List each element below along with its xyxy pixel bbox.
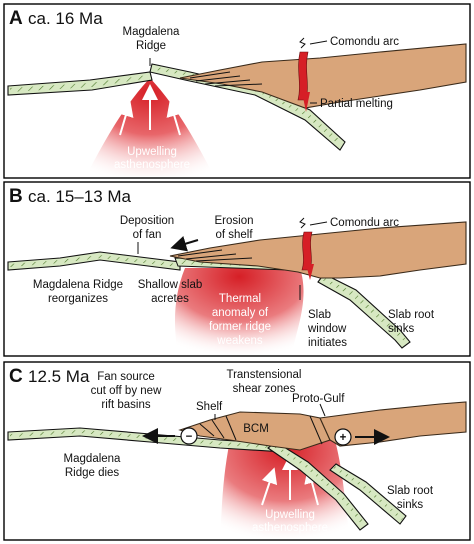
slab-root-label: sinks: [388, 323, 414, 335]
melt-droplet: [302, 92, 310, 112]
upwelling-label: Upwelling: [265, 509, 315, 521]
thermal-label: weakens: [216, 335, 263, 347]
fan-transport-arrow: [170, 236, 199, 252]
slab-hatching: [10, 430, 283, 449]
plus-circle-icon: [334, 428, 352, 446]
shear-zones-label: Transtensional: [226, 369, 301, 381]
window-label: initiates: [308, 337, 347, 349]
upwelling-plume: [220, 440, 350, 538]
continental-crust: [169, 221, 467, 279]
ridge-reorganizes-label: reorganizes: [48, 293, 108, 305]
continental-crust: [179, 43, 467, 109]
ridge-reorganizes-label: Magdalena Ridge: [33, 279, 123, 291]
slab-hatching: [272, 444, 365, 525]
slab-root-label: sinks: [397, 499, 423, 511]
panel-letter: A: [9, 8, 23, 29]
accretes-label: Shallow slab: [138, 279, 203, 291]
fan-source-label: Fan source: [97, 371, 155, 383]
thermal-label: Thermal: [219, 293, 261, 305]
mainland-crust: [319, 401, 467, 447]
window-label: window: [307, 323, 347, 335]
slab-root: [317, 273, 411, 349]
upwelling-label: asthenosphere: [114, 159, 190, 171]
accretes-label: acretes: [151, 293, 189, 305]
oceanic-slab-right: [149, 63, 346, 151]
ridge-dies-label: Ridge dies: [65, 467, 120, 479]
fan-source-label: rift basins: [101, 399, 150, 411]
upwelling-arrow: [166, 100, 182, 136]
fan-source-label: cut off by new: [91, 385, 162, 397]
upwelling-label: asthenosphere: [252, 522, 328, 534]
ridge-dies-label: Magdalena: [64, 453, 122, 465]
erosion-label: of shelf: [215, 229, 253, 241]
fan-label: of fan: [133, 229, 162, 241]
slab-hatching: [10, 255, 178, 267]
arc-label: Comondu arc: [330, 217, 399, 229]
ridge-label: Ridge: [136, 40, 166, 52]
upwelling-arrow: [261, 467, 278, 506]
thermal-anomaly: [174, 268, 304, 354]
melt-droplet: [306, 264, 314, 280]
shelf-layers: [189, 71, 263, 87]
shear-zones: [199, 415, 323, 445]
leader-line: [309, 221, 328, 226]
bcm-label: BCM: [243, 423, 269, 435]
window-label: Slab: [308, 309, 331, 321]
thermal-label: former ridge: [209, 321, 271, 333]
plus-sign: +: [340, 432, 347, 444]
leader-line: [309, 40, 328, 45]
slab-root: [329, 463, 407, 525]
panel-letter: B: [9, 186, 23, 207]
volcano-smoke-icon: [299, 217, 306, 229]
slab-root-label: Slab root: [387, 485, 434, 497]
upwelling-arrow: [118, 100, 134, 136]
thermal-label: anomaly of: [212, 307, 269, 319]
slab-hatching: [322, 278, 406, 341]
fan-label: Deposition: [120, 215, 174, 227]
panel-title: ca. 15–13 Ma: [28, 187, 132, 206]
volcano-smoke-icon: [299, 37, 306, 49]
panel-title: ca. 16 Ma: [28, 9, 103, 28]
panel-letter: C: [9, 366, 23, 387]
proto-gulf-label: Proto-Gulf: [292, 393, 345, 405]
panel-title: 12.5 Ma: [28, 367, 90, 386]
upwelling-label: Upwelling: [127, 146, 177, 158]
minus-circle-icon: [180, 427, 198, 445]
shelf-layers: [177, 249, 253, 262]
erosion-label: Erosion: [215, 215, 254, 227]
panel-c: − + C 12.5 Ma Fan source cut off by new …: [3, 361, 471, 541]
shelf-label: Shelf: [196, 401, 223, 413]
shear-zones-label: shear zones: [233, 383, 296, 395]
ridge-label: Magdalena: [123, 26, 181, 38]
slab-hatching: [333, 466, 403, 520]
slab-root-label: Slab root: [388, 309, 435, 321]
slab-hatching: [10, 75, 149, 92]
arc-label: Comondu arc: [330, 36, 399, 48]
melting-label: Partial melting: [320, 98, 393, 110]
panel-a: A ca. 16 Ma Magdalena Ridge Comondu arc …: [3, 3, 471, 179]
leader-line: [319, 403, 326, 417]
oceanic-slab-left: [7, 251, 181, 271]
minus-sign: −: [186, 431, 193, 443]
panel-b: B ca. 15–13 Ma Deposition of fan Erosion…: [3, 181, 471, 357]
